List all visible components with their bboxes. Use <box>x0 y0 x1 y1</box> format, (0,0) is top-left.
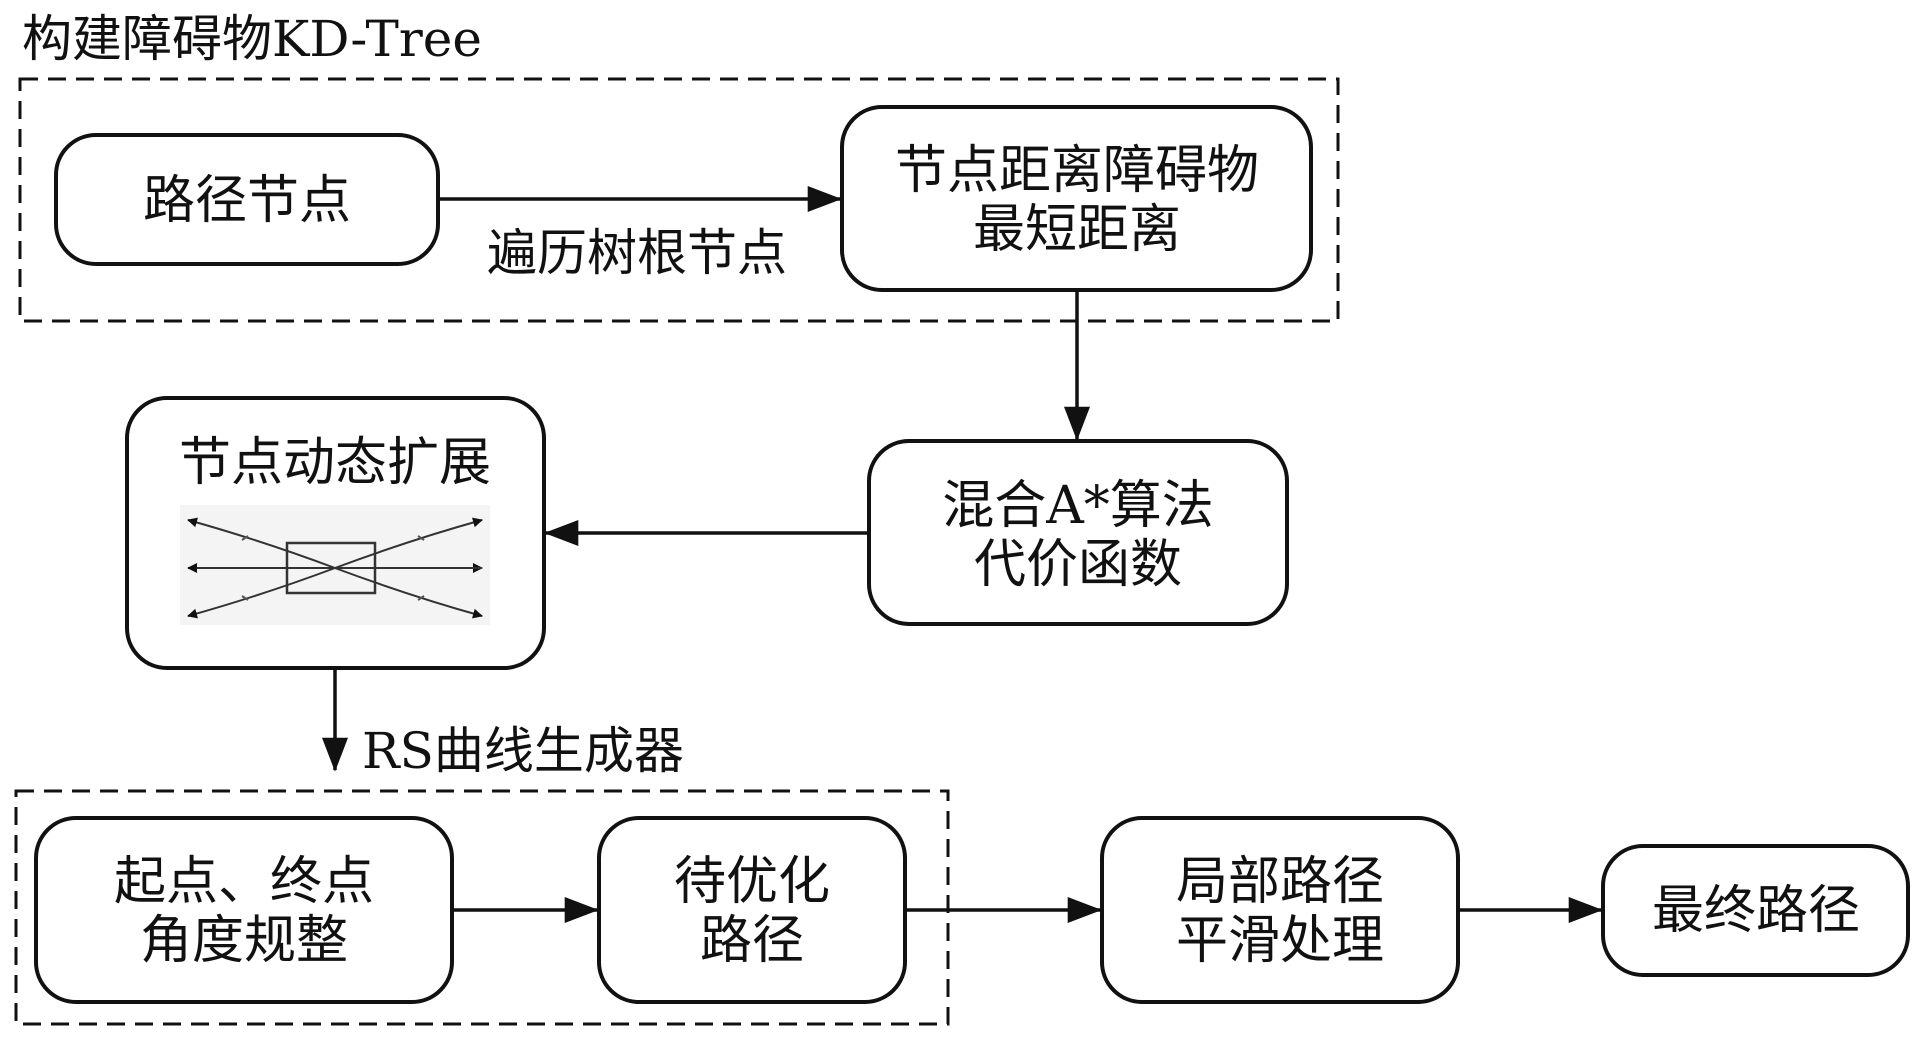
node-to-optimize-label-1: 待优化 <box>674 852 830 912</box>
node-hybrid-cost-label-1: 混合A*算法 <box>942 476 1214 536</box>
group-title-rs: RS曲线生成器 <box>362 722 684 780</box>
node-final-path <box>1601 844 1910 977</box>
node-min-dist-label-1: 节点距离障碍物 <box>895 141 1259 201</box>
node-local-smooth-label-1: 局部路径 <box>1176 852 1384 912</box>
group-title-kdtree: 构建障碍物KD-Tree <box>22 10 482 68</box>
expansion-curve-backward-right-arrow <box>187 567 336 619</box>
group-box-rs <box>14 789 950 1026</box>
expansion-curve-forward-right-arrow <box>334 567 483 619</box>
node-to-optimize-label-2: 路径 <box>700 911 804 971</box>
edge-traverse-label: 遍历树根节点 <box>487 224 787 282</box>
node-min-dist-label-2: 最短距离 <box>973 200 1181 260</box>
node-dyn-expand-label: 节点动态扩展 <box>179 433 491 493</box>
expansion-tick-2 <box>417 595 425 601</box>
node-angle-reg-label-2: 角度规整 <box>140 911 348 971</box>
node-hybrid-cost-label-2: 代价函数 <box>974 535 1182 595</box>
expansion-tick-3 <box>241 535 249 541</box>
group-box-kdtree <box>18 77 1340 323</box>
expansion-curve-forward-left-arrow <box>334 517 483 569</box>
expansion-tick-4 <box>241 595 249 601</box>
node-path-node-label: 路径节点 <box>143 171 351 231</box>
node-angle-reg-label-1: 起点、终点 <box>114 852 374 912</box>
node-local-smooth-label-2: 平滑处理 <box>1176 911 1384 971</box>
node-expansion-illustration <box>180 505 490 625</box>
node-final-path-label: 最终路径 <box>1652 881 1860 941</box>
expansion-curve-backward-left-arrow <box>187 517 336 569</box>
expansion-vehicle-box <box>285 541 377 595</box>
expansion-tick-1 <box>417 535 425 541</box>
